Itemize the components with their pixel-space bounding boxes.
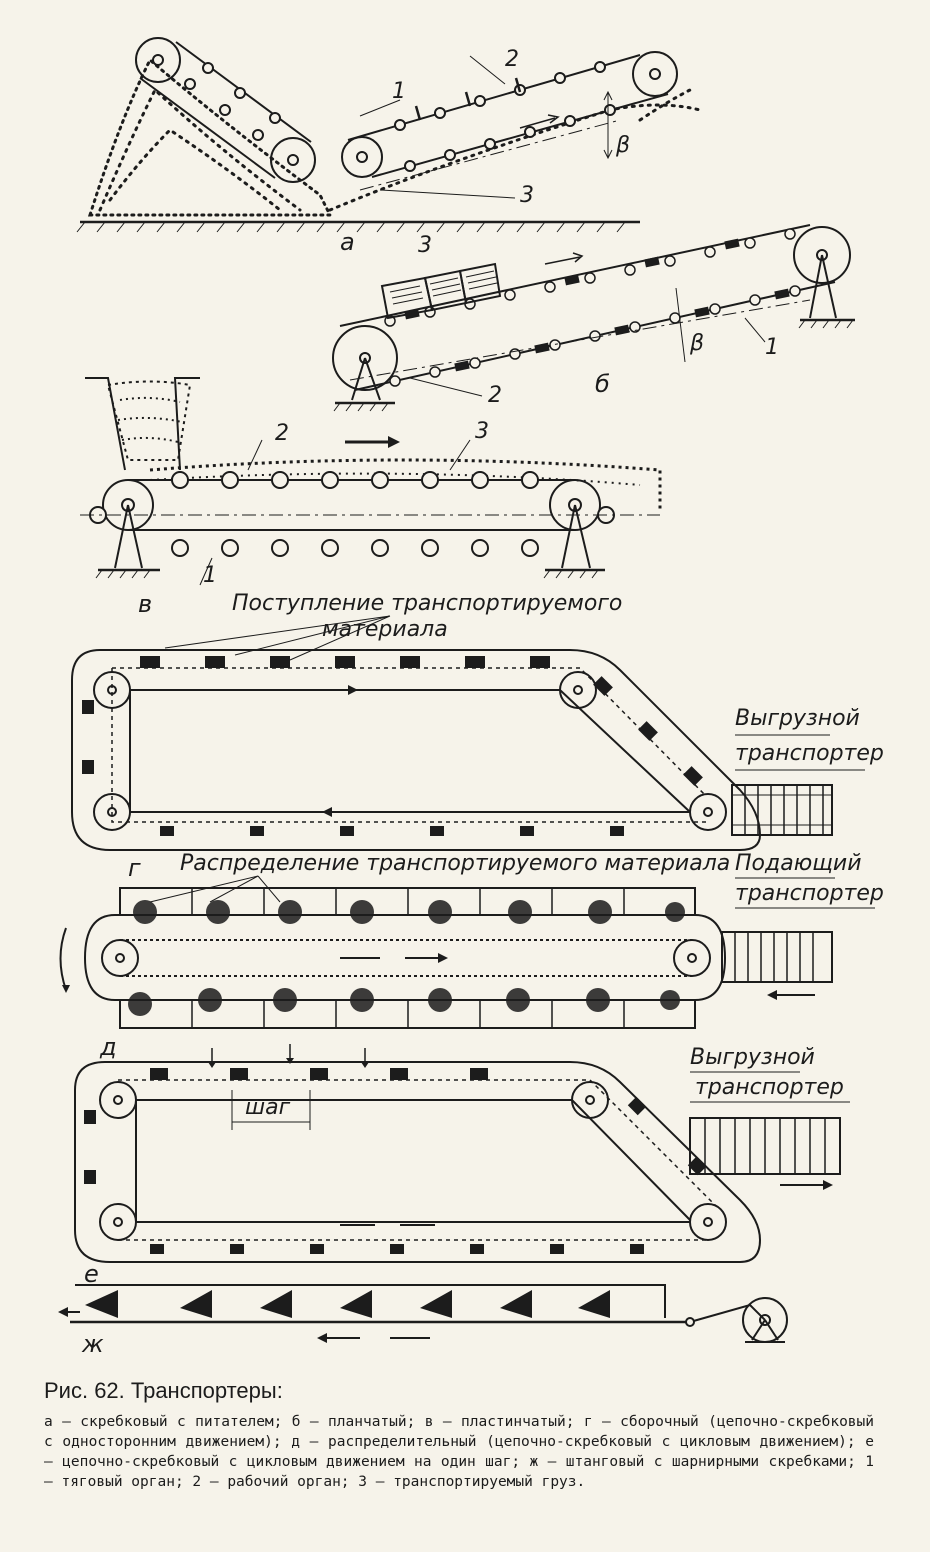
note-g-line1: Поступление транспортируемого: [232, 591, 622, 616]
diagram-v: 2 3 1 в: [80, 377, 662, 618]
letter-d: д: [99, 1033, 117, 1061]
feed-d-line2: транспортер: [735, 881, 884, 906]
diagram-zh: ж: [58, 1284, 788, 1358]
feed-d-line1: Подающий: [735, 851, 862, 876]
unload-e-line1: Выгрузной: [690, 1045, 815, 1070]
label-b-3: 3: [418, 233, 432, 258]
note-g-line2: материала: [322, 617, 448, 642]
figure-caption: Рис. 62. Транспортеры: а — скребковый с …: [44, 1378, 874, 1492]
label-v-1: 1: [203, 563, 217, 588]
letter-v: в: [138, 590, 152, 618]
cargo-boxes: [380, 262, 502, 320]
label-a-angle: β: [615, 133, 630, 158]
letter-a: а: [340, 228, 355, 256]
diagram-e: шаг Выгрузной транспортер е: [74, 1044, 850, 1288]
letter-zh: ж: [81, 1330, 104, 1358]
unload-g-line2: транспортер: [735, 741, 884, 766]
unload-e-line2: транспортер: [695, 1075, 844, 1100]
label-v-2: 2: [275, 421, 289, 446]
conveyor-figure: 1 2 3 β а: [58, 37, 884, 1358]
caption-title: Рис. 62. Транспортеры:: [44, 1378, 283, 1403]
label-b-angle: β: [689, 331, 704, 356]
bulk-material: [87, 57, 702, 217]
label-v-3: 3: [475, 419, 489, 444]
letter-b: б: [595, 370, 610, 398]
label-a-2: 2: [505, 47, 519, 72]
letter-e: е: [84, 1260, 99, 1288]
label-b-1: 1: [765, 335, 779, 360]
label-a-1: 1: [392, 79, 406, 104]
unload-g-line1: Выгрузной: [735, 706, 860, 731]
diagram-b: 3 1 2 β б: [332, 224, 855, 412]
letter-g: г: [128, 854, 141, 882]
label-b-2: 2: [488, 383, 502, 408]
diagram-g: Поступление транспортируемого материала …: [71, 591, 884, 882]
note-d: Распределение транспортируемого материал…: [180, 851, 730, 876]
step-e: шаг: [245, 1095, 291, 1120]
caption-text: а — скребковый с питателем; б — планчаты…: [44, 1414, 874, 1490]
diagram-d: Распределение транспортируемого материал…: [59, 851, 884, 1061]
diagram-a: 1 2 3 β а: [76, 37, 702, 256]
label-a-3: 3: [520, 183, 534, 208]
